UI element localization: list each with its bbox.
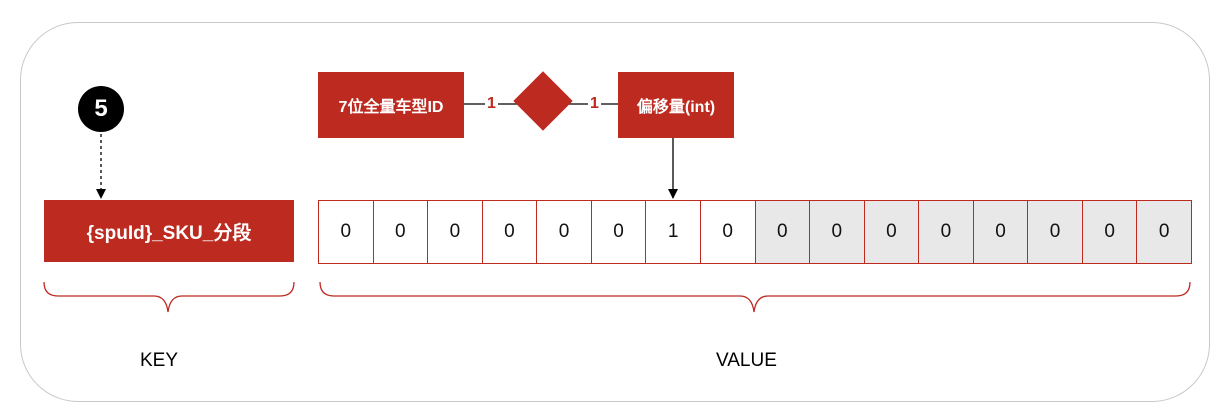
- bit-cell: 0: [592, 201, 647, 263]
- bit-cell: 0: [483, 201, 538, 263]
- key-text: {spuId}_SKU_分段: [86, 222, 252, 244]
- bit-cell: 0: [1082, 201, 1138, 263]
- step-number: 5: [94, 95, 108, 122]
- bit-cell: 0: [1028, 201, 1083, 263]
- bit-cell: 0: [1137, 201, 1191, 263]
- bit-cell: 0: [319, 201, 374, 263]
- bit-cell: 0: [810, 201, 865, 263]
- cardinality-left: 1: [485, 95, 498, 112]
- bit-cell: 0: [701, 201, 756, 263]
- bit-cell: 0: [755, 201, 811, 263]
- step-badge: 5: [78, 86, 124, 132]
- value-brace: [319, 281, 1191, 313]
- bit-cell: 0: [919, 201, 974, 263]
- vehicle-type-id-label: 7位全量车型ID: [338, 99, 444, 116]
- diagram-frame: [20, 22, 1210, 402]
- value-section-label: VALUE: [716, 350, 777, 371]
- vehicle-type-id-box: 7位全量车型ID: [318, 72, 464, 138]
- bit-cell: 0: [428, 201, 483, 263]
- key-box: {spuId}_SKU_分段: [44, 200, 294, 262]
- key-section-label: KEY: [140, 350, 179, 371]
- key-brace: [43, 281, 295, 313]
- bitmap-value: 0 0 0 0 0 0 1 0 0 0 0 0 0 0 0 0: [318, 200, 1192, 264]
- bit-cell: 0: [374, 201, 429, 263]
- offset-box: 偏移量(int): [618, 72, 734, 138]
- bit-cell: 0: [537, 201, 592, 263]
- bit-cell: 1: [646, 201, 701, 263]
- bit-cell: 0: [973, 201, 1029, 263]
- cardinality-right: 1: [588, 95, 601, 112]
- bit-cell: 0: [864, 201, 920, 263]
- offset-label: 偏移量(int): [636, 99, 716, 116]
